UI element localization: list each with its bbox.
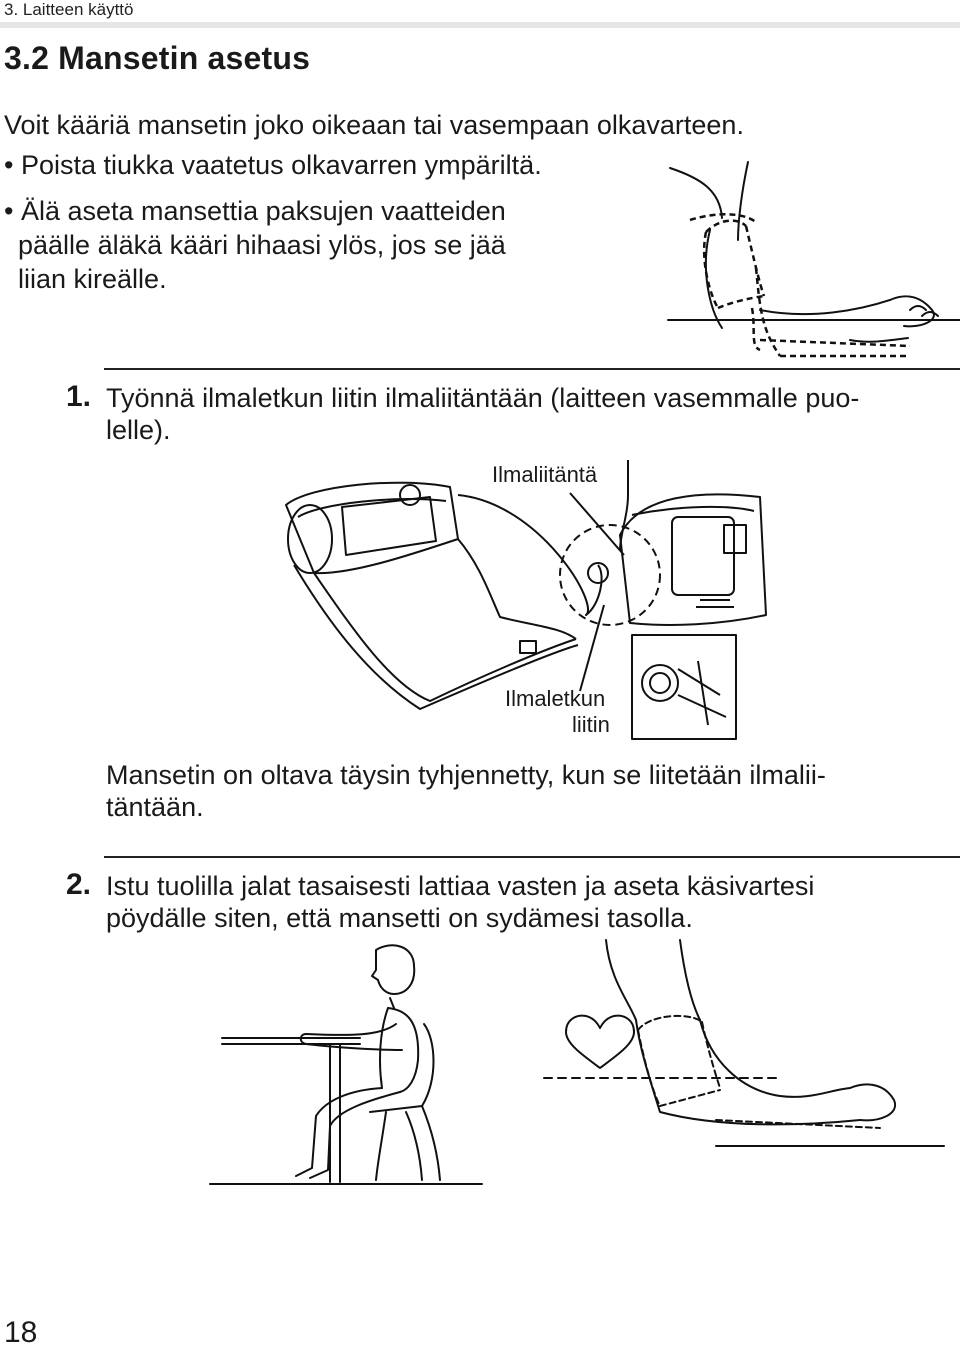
step-2-text-line-1: Istu tuolilla jalat tasaisesti lattiaa v… bbox=[106, 871, 815, 901]
bullet-thick-clothing-cont-2: liian kireälle. bbox=[18, 264, 167, 294]
seated-person-illustration bbox=[210, 940, 490, 1190]
air-jack-label: Ilmaliitäntä bbox=[492, 462, 598, 487]
heart-level-illustration bbox=[540, 940, 950, 1180]
step-2-rule bbox=[104, 856, 960, 858]
page-number: 18 bbox=[4, 1316, 38, 1349]
section-title: 3.2 Mansetin asetus bbox=[4, 40, 311, 76]
step-2-text-line-2: pöydälle siten, että mansetti on sydämes… bbox=[106, 903, 693, 933]
header-rule bbox=[0, 22, 960, 28]
bullet-thick-clothing-cont-1: päälle äläkä kääri hihaasi ylös, jos se … bbox=[18, 230, 506, 260]
bullet-remove-clothing: • Poista tiukka vaatetus olkavarren ympä… bbox=[4, 150, 542, 180]
bullet-thick-clothing: • Älä aseta mansettia paksujen vaatteide… bbox=[4, 196, 506, 226]
step-1-number: 1. bbox=[66, 380, 92, 413]
step-1-text-line-1: Työnnä ilmaletkun liitin ilmaliitäntään … bbox=[106, 383, 860, 413]
section-label: 3. Laitteen käyttö bbox=[4, 0, 134, 19]
step-1-rule bbox=[104, 368, 960, 370]
intro-text: Voit kääriä mansetin joko oikeaan tai va… bbox=[4, 110, 744, 140]
arm-cuff-illustration bbox=[660, 160, 960, 370]
connector-label-line-1: Ilmaletkun bbox=[505, 686, 606, 711]
step-1-text-line-2: lelle). bbox=[106, 415, 171, 445]
step-2-number: 2. bbox=[66, 868, 92, 901]
step-1-note-line-1: Mansetin on oltava täysin tyhjennetty, k… bbox=[106, 760, 826, 790]
connector-label-line-2: liitin bbox=[572, 712, 610, 737]
step-1-note-line-2: täntään. bbox=[106, 792, 204, 822]
cuff-monitor-illustration bbox=[280, 455, 960, 760]
